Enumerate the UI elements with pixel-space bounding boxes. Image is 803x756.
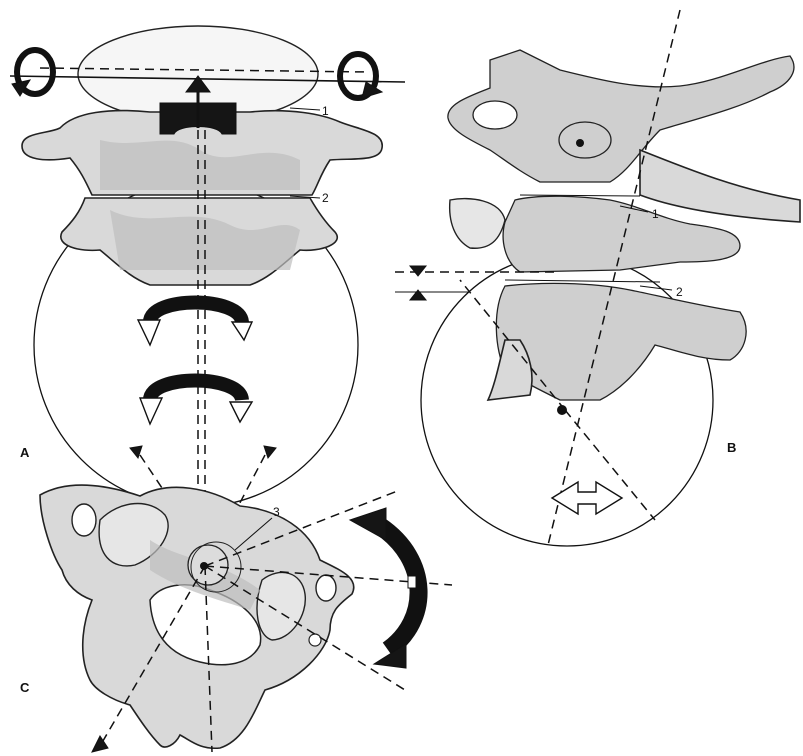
vertebra-lower-lateral-b bbox=[496, 283, 746, 400]
panel-letter-c: C bbox=[20, 680, 30, 695]
panel-a: 1 2 A bbox=[10, 26, 405, 560]
panel-b: 1 2 B bbox=[395, 10, 800, 546]
panel-letter-b: B bbox=[727, 440, 736, 455]
rotation-ring-left-icon bbox=[12, 50, 53, 96]
rotation-arrow-lower-icon bbox=[140, 381, 252, 425]
rotation-ring-right-icon bbox=[340, 54, 382, 98]
panel-c: 3 C bbox=[20, 485, 452, 752]
translation-arrow-icon bbox=[552, 482, 622, 514]
callout-a2: 2 bbox=[322, 191, 329, 205]
callout-a1: 1 bbox=[322, 104, 329, 118]
panel-letter-a: A bbox=[20, 445, 30, 460]
gap-indicator-icon bbox=[410, 266, 426, 300]
callout-b1: 1 bbox=[652, 207, 659, 221]
callout-b2: 2 bbox=[676, 285, 683, 299]
rotation-arrow-c-icon bbox=[350, 508, 419, 668]
transverse-foramen-left bbox=[72, 504, 96, 536]
transverse-foramen-right bbox=[316, 575, 336, 601]
rotation-arrow-upper-icon bbox=[138, 303, 252, 346]
callout-c3: 3 bbox=[273, 505, 280, 519]
